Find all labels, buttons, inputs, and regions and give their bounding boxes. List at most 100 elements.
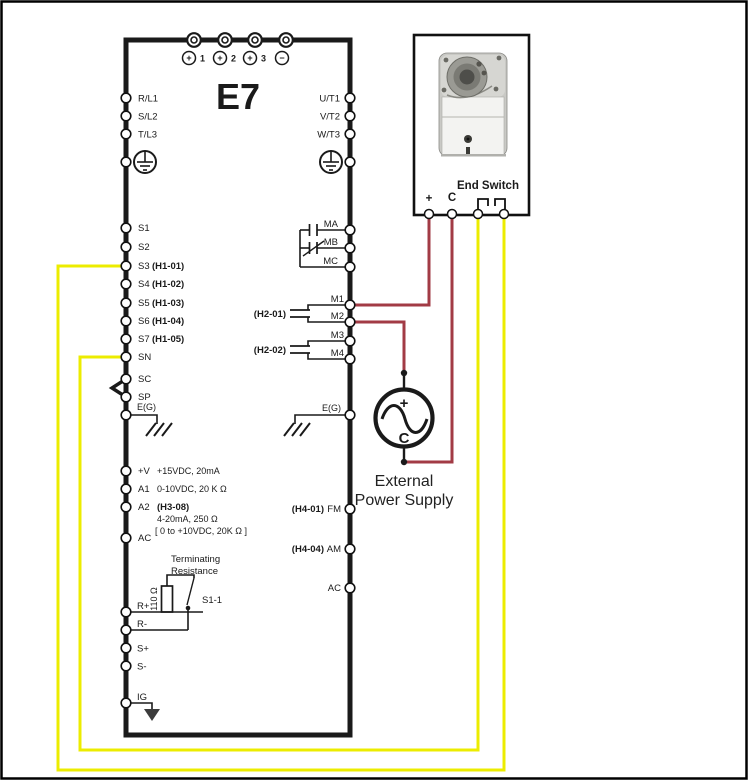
wire-m2-psupply <box>350 320 406 373</box>
terminal-label-ut1: U/T1 <box>319 94 340 105</box>
param-h1-03: (H1-03) <box>152 298 184 309</box>
terminal-label-rl1: R/L1 <box>138 94 158 105</box>
terminal-label-sn: SN <box>138 352 151 363</box>
drive-title: E7 <box>216 76 260 117</box>
param-h1-05: (H1-05) <box>152 334 184 345</box>
terminal-label-s3: S3 <box>138 261 150 272</box>
param-h3-08: (H3-08) <box>157 502 189 513</box>
param-h1-04: (H1-04) <box>152 316 184 327</box>
output-power-labels: U/T1 V/T2 W/T3 <box>317 94 340 141</box>
actuator-image <box>438 52 508 157</box>
relay-output-contacts <box>299 224 346 268</box>
terminal-label-rminus: R- <box>137 619 147 630</box>
dc-plus2-num: 2 <box>231 54 236 64</box>
terminal-label-s1: S1 <box>138 223 150 234</box>
left-terminal-circles <box>120 92 132 709</box>
terminal-label-fm: FM <box>327 504 341 515</box>
actuator-plus-label: + <box>426 193 433 205</box>
wire-m1-plus <box>350 214 431 307</box>
terminal-label-sminus: S- <box>137 662 147 673</box>
junction-dot <box>400 369 408 377</box>
param-h4-01: (H4-01) <box>292 504 324 515</box>
terminal-label-splus: S+ <box>137 644 149 655</box>
wire-sn-endswitch <box>78 214 480 752</box>
dc-plus1-num: 1 <box>200 54 205 64</box>
vref-desc: +15VDC, 20mA <box>157 466 220 476</box>
signal-wires <box>56 214 506 772</box>
terminal-label-wt3: W/T3 <box>317 130 340 141</box>
relay-output-labels: MA MB MC <box>323 219 338 267</box>
m-contact-labels: M1 M2 M3 M4 (H2-01) (H2-02) <box>254 294 344 359</box>
param-h2-02: (H2-02) <box>254 345 286 356</box>
terminal-label-rplus: R+ <box>137 601 150 612</box>
param-h1-02: (H1-02) <box>152 279 184 290</box>
param-h2-01: (H2-01) <box>254 309 286 320</box>
terminal-label-ig: IG <box>137 692 147 703</box>
psu-common-sign: C <box>399 430 410 447</box>
terminal-label-s2: S2 <box>138 242 150 253</box>
terminal-label-sl2: S/L2 <box>138 112 158 123</box>
dc-bus-screws <box>186 32 294 48</box>
a2-desc1: 4-20mA, 250 Ω <box>157 514 218 524</box>
digital-input-labels: S1 S2 S3 (H1-01) S4 (H1-02) S5 (H1-03) S… <box>138 223 184 403</box>
terminal-label-m4: M4 <box>331 348 344 359</box>
m-contact-outputs <box>290 304 346 360</box>
end-switch-label: End Switch <box>457 180 519 192</box>
eg-right-label: E(G) <box>322 403 341 413</box>
terminal-label-m3: M3 <box>331 330 344 341</box>
terminal-label-ac-left: AC <box>138 533 151 544</box>
psu-plus-sign: + <box>400 395 409 412</box>
junction-dot <box>400 458 408 466</box>
terminal-label-ac-right: AC <box>328 583 341 594</box>
shield-ground-arrow <box>144 709 160 721</box>
switch-s1-1-label: S1-1 <box>202 595 222 606</box>
terminal-label-sp: SP <box>138 392 151 403</box>
dc-plus3-num: 3 <box>261 54 266 64</box>
wire-s3-endswitch <box>56 214 506 772</box>
wire-psupply-c <box>404 214 454 464</box>
end-switch-contact-icons <box>477 198 506 209</box>
terminal-label-m1: M1 <box>331 294 344 305</box>
pe-ground-icon <box>133 150 157 174</box>
psu-label-line2: Power Supply <box>355 492 454 509</box>
param-h4-04: (H4-04) <box>292 544 324 555</box>
actuator-terminal-circles <box>423 208 510 220</box>
terminal-label-sc: SC <box>138 374 151 385</box>
monitor-output-labels: (H4-01) FM (H4-04) AM AC <box>292 504 341 594</box>
external-power-supply: + C External Power Supply <box>355 369 454 509</box>
analog-input-labels: +V +15VDC, 20mA A1 0-10VDC, 20 K Ω A2 (H… <box>138 466 247 544</box>
dc-plus2-sign: + <box>217 53 222 63</box>
psu-label-line1: External <box>375 473 434 490</box>
terminal-label-s5: S5 <box>138 298 150 309</box>
param-h1-01: (H1-01) <box>152 261 184 272</box>
terminal-label-a1: A1 <box>138 484 150 495</box>
actuator-box: End Switch + C <box>412 33 531 217</box>
terminal-label-am: AM <box>327 544 341 555</box>
terminal-label-a2: A2 <box>138 502 150 513</box>
resistor-symbol <box>160 585 174 613</box>
terminal-label-vt2: V/T2 <box>320 112 340 123</box>
terminal-label-mc: MC <box>323 256 338 267</box>
terminating-resistance: Terminating Resistance 110 Ω S1-1 R+ R- … <box>126 554 222 721</box>
a1-desc: 0-10VDC, 20 K Ω <box>157 484 227 494</box>
terminal-label-s4: S4 <box>138 279 150 290</box>
term-res-line1: Terminating <box>171 554 220 565</box>
eg-ground-right: E(G) <box>283 403 350 437</box>
actuator-common-label: C <box>448 192 456 204</box>
terminal-label-mb: MB <box>324 237 338 248</box>
term-res-line2: Resistance <box>171 566 218 577</box>
terminal-label-m2: M2 <box>331 311 344 322</box>
dc-plus3-sign: + <box>247 53 252 63</box>
right-terminal-circles <box>344 92 356 594</box>
terminal-label-tl3: T/L3 <box>138 130 157 141</box>
input-power-labels: R/L1 S/L2 T/L3 <box>138 94 158 141</box>
a2-desc2: [ 0 to +10VDC, 20K Ω ] <box>155 526 247 536</box>
dc-minus-sign: − <box>279 53 284 63</box>
sine-wave-icon <box>380 404 429 434</box>
terminal-label-vref: +V <box>138 466 151 477</box>
terminal-label-s7: S7 <box>138 334 150 345</box>
terminal-label-s6: S6 <box>138 316 150 327</box>
eg-ground-left: E(G) <box>126 402 173 437</box>
e7-drive-block: E7 + 1 + 2 + 3 − R/L1 S/L2 T/L3 <box>108 32 353 738</box>
